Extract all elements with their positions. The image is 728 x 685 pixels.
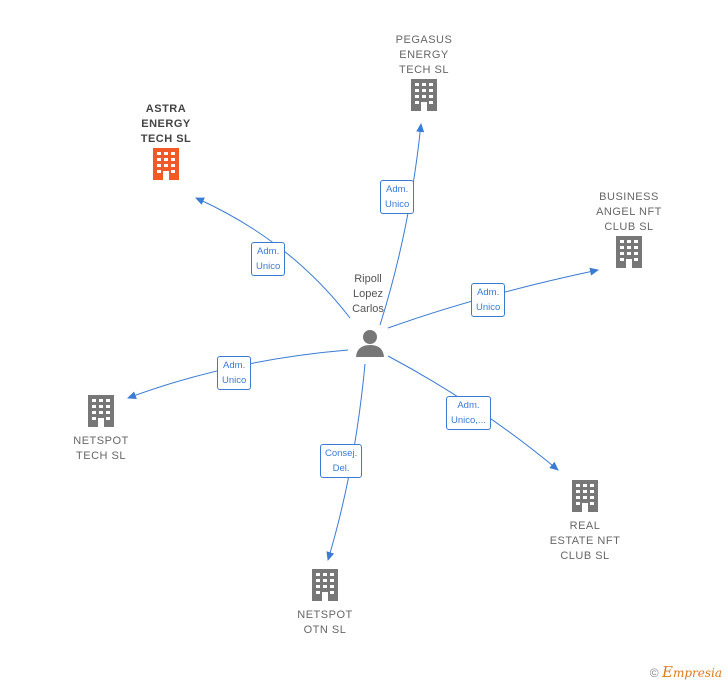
footer-brand: © Empresia xyxy=(650,663,722,681)
company-label: NETSPOT TECH SL xyxy=(73,435,129,462)
company-pegasus-energy-tech[interactable]: PEGASUS ENERGY TECH SL xyxy=(364,33,484,112)
edge-label-real-estate[interactable]: Adm. Unico,... xyxy=(446,396,491,430)
edge-pegasus xyxy=(379,123,425,326)
company-real-estate-nft-club[interactable]: REAL ESTATE NFT CLUB SL xyxy=(525,479,645,564)
building-icon xyxy=(153,148,179,180)
building-icon xyxy=(411,79,437,111)
building-icon xyxy=(88,395,114,427)
edge-label-business[interactable]: Adm. Unico xyxy=(471,283,506,317)
brand-logo: Empresia xyxy=(661,663,722,681)
building-icon xyxy=(312,569,338,601)
company-business-angel-nft-club[interactable]: BUSINESS ANGEL NFT CLUB SL xyxy=(569,190,689,269)
company-netspot-otn[interactable]: NETSPOT OTN SL xyxy=(265,568,385,638)
edge-label-astra[interactable]: Adm. Unico xyxy=(251,242,286,276)
company-label: ASTRA ENERGY TECH SL xyxy=(140,103,192,145)
company-label: REAL ESTATE NFT CLUB SL xyxy=(549,520,621,562)
edge-label-pegasus[interactable]: Adm. Unico xyxy=(380,180,415,214)
building-icon xyxy=(616,236,642,268)
company-label: PEGASUS ENERGY TECH SL xyxy=(395,34,453,76)
company-netspot-tech[interactable]: NETSPOT TECH SL xyxy=(41,394,161,464)
copyright-symbol: © xyxy=(649,666,659,680)
company-label: NETSPOT OTN SL xyxy=(297,609,353,636)
person-name: Ripoll Lopez Carlos xyxy=(352,273,384,315)
edge-label-netspot-otn[interactable]: Consej. Del. xyxy=(320,444,363,478)
company-astra-energy-tech[interactable]: ASTRA ENERGY TECH SL xyxy=(106,102,226,181)
edge-label-netspot-tech[interactable]: Adm. Unico xyxy=(217,356,252,390)
company-label: BUSINESS ANGEL NFT CLUB SL xyxy=(596,191,662,233)
person-icon[interactable] xyxy=(355,328,385,358)
building-icon xyxy=(572,480,598,512)
